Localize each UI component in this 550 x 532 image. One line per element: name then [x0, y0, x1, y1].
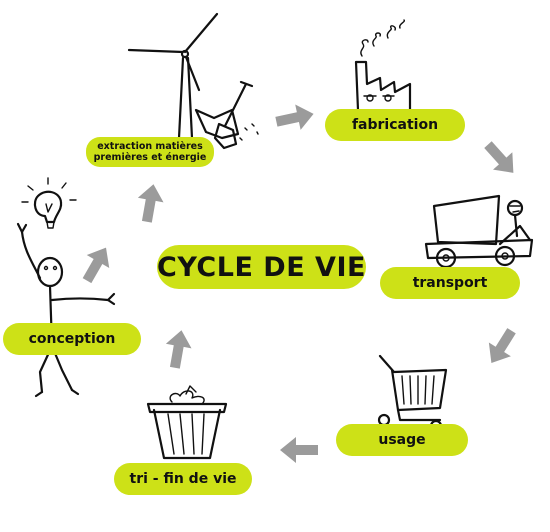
diagram-title-text: CYCLE DE VIE [157, 251, 366, 283]
arrow-to-fabrication [275, 104, 314, 130]
stage-usage-label: usage [336, 424, 468, 456]
stage-usage-text: usage [378, 432, 426, 448]
cycle-arrows [82, 104, 516, 463]
arrow-to-extraction-2 [137, 184, 164, 223]
stage-fabrication-label: fabrication [325, 109, 465, 141]
arrow-to-transport [484, 141, 514, 173]
stage-fin-de-vie-text: tri - fin de vie [129, 471, 237, 487]
truck-icon [424, 194, 534, 269]
stage-fabrication-text: fabrication [351, 117, 439, 133]
person-lightbulb-icon [16, 177, 116, 398]
stage-extraction-label: extraction matières premières et énergie [86, 137, 214, 167]
diagram-title: CYCLE DE VIE [157, 245, 366, 289]
shopping-cart-icon [377, 354, 448, 433]
arrow-to-conception [165, 330, 192, 369]
stage-extraction-line1: extraction matières [97, 141, 203, 152]
trash-bin-icon [146, 385, 228, 460]
stage-transport-label: transport [380, 267, 520, 299]
stage-transport-text: transport [412, 275, 488, 291]
arrow-to-fin-de-vie [280, 437, 318, 463]
stage-extraction-line2: premières et énergie [93, 152, 207, 163]
stage-fin-de-vie-label: tri - fin de vie [114, 463, 252, 495]
stage-conception-text: conception [28, 331, 116, 347]
stage-conception-label: conception [3, 323, 141, 355]
arrow-to-usage [488, 328, 516, 363]
factory-icon [354, 19, 412, 112]
arrow-to-extraction-1 [82, 247, 110, 284]
wind-turbine-shovel-icon [127, 12, 259, 150]
